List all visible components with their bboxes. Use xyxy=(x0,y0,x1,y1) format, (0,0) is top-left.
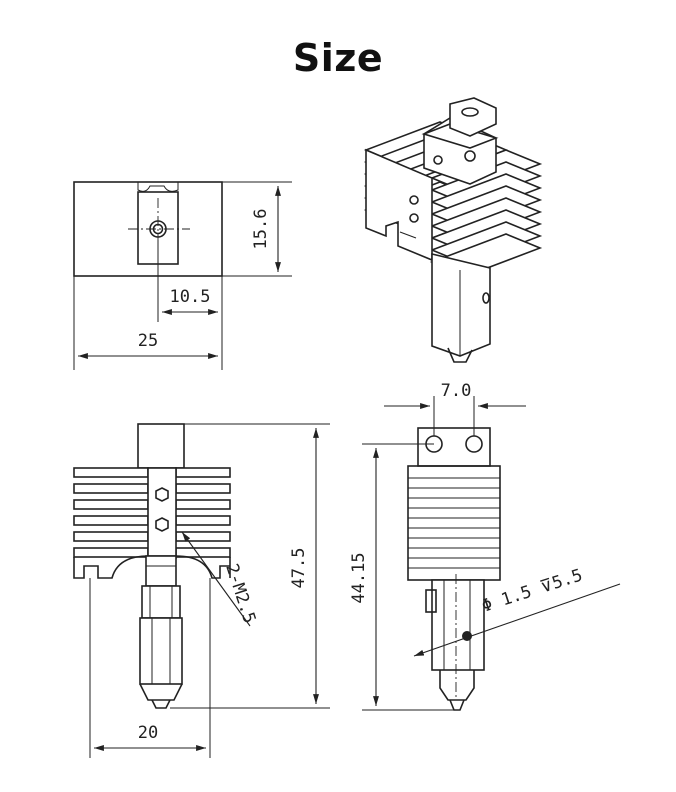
dim-heater-hole-offset: 10.5 xyxy=(170,287,211,307)
dim-front-height: 44.15 xyxy=(349,552,369,603)
heater-block-view: 15.6 10.5 25 xyxy=(73,181,292,370)
dim-heater-block-width: 25 xyxy=(138,331,158,351)
dim-heater-block-height: 15.6 xyxy=(251,209,271,250)
dim-total-height: 47.5 xyxy=(289,548,309,589)
front-view: 7.0 Φ 1.5 ⊽5.5 44.15 xyxy=(349,381,621,711)
dim-heatsink-width: 20 xyxy=(138,723,158,743)
page-title: Size xyxy=(292,36,384,80)
dim-nozzle-hole: Φ 1.5 ⊽5.5 xyxy=(479,565,585,616)
dim-hole-spacing: 7.0 xyxy=(441,381,472,401)
isometric-view xyxy=(363,97,543,363)
side-view: 2-M2.5 47.5 20 xyxy=(73,423,330,758)
